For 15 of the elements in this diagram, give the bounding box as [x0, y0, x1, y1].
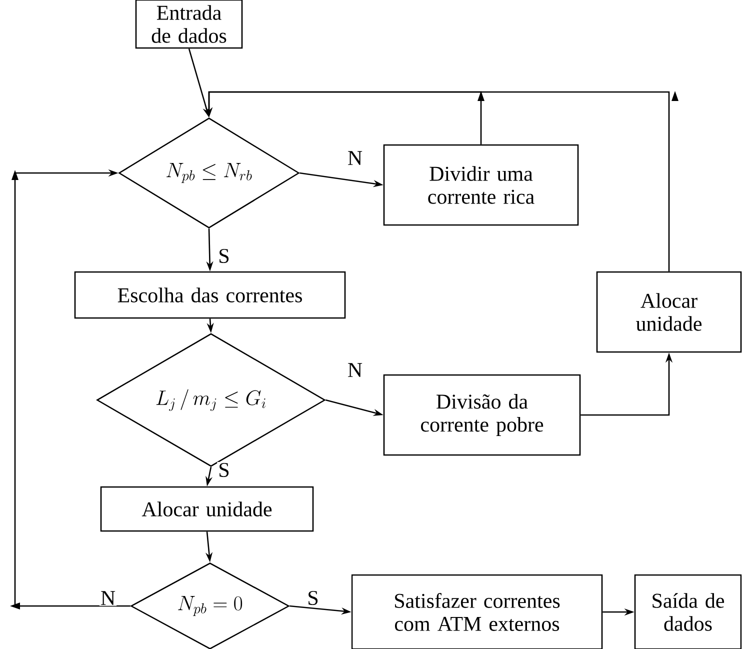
edge-label: N — [99, 590, 117, 606]
process-box: Saída de dados — [634, 574, 742, 649]
process-box: Alocar unidade — [100, 486, 314, 532]
edge-label: N — [346, 150, 364, 166]
process-box: Divisão da corrente pobre — [383, 374, 581, 456]
edge-label: S — [306, 590, 320, 606]
process-box: Escolha das correntes — [74, 271, 346, 319]
process-box: Entrada de dados — [135, 0, 243, 49]
process-box: Dividir uma corrente rica — [383, 144, 579, 226]
edge-label: S — [217, 248, 231, 264]
edge-label: N — [346, 362, 364, 378]
process-box: Alocar unidade — [596, 271, 742, 353]
arrow — [10, 169, 130, 610]
edge-label: S — [217, 462, 231, 478]
process-box: Satisfazer correntes com ATM externos — [351, 574, 603, 649]
